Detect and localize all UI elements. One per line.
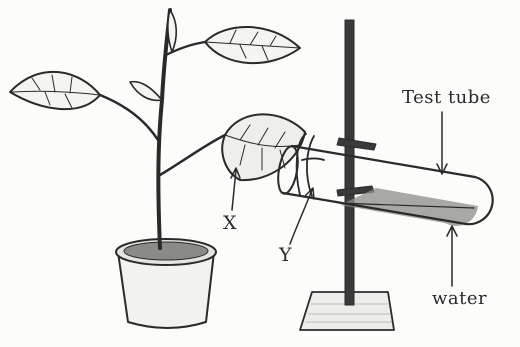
branch-left: [100, 95, 158, 140]
stand-rod: [345, 20, 354, 305]
clamp-upper: [337, 138, 376, 150]
branch-right: [160, 135, 225, 175]
leaf-top-tip: [168, 10, 176, 52]
pot-soil: [124, 242, 208, 260]
pointer-water: [447, 226, 457, 286]
label-x: X: [223, 212, 237, 234]
label-y: Y: [279, 244, 292, 266]
leaf-small-left: [130, 82, 162, 101]
pointer-test-tube: [437, 112, 447, 174]
label-test-tube: Test tube: [402, 87, 491, 108]
plant-stem: [158, 10, 170, 248]
pointer-x: [231, 168, 240, 210]
retort-stand: [300, 20, 394, 330]
test-tube: [275, 134, 493, 226]
label-water: water: [432, 288, 487, 309]
potted-plant: [10, 10, 305, 328]
